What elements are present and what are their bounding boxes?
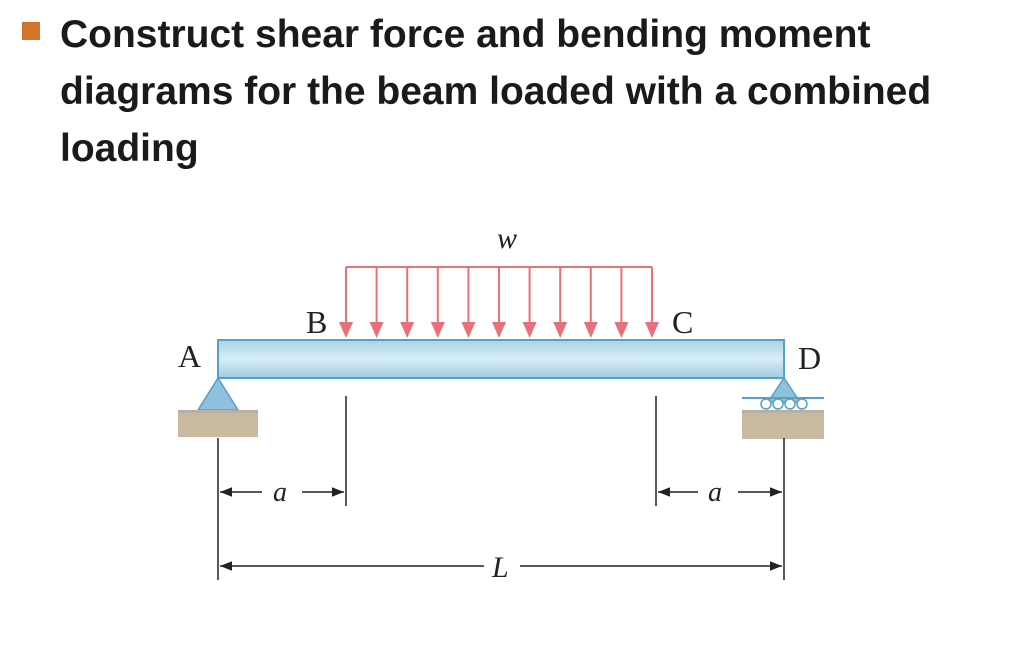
load-arrow-head (522, 322, 537, 338)
beam (217, 339, 785, 379)
roller-triangle (766, 376, 802, 403)
bullet-square (22, 22, 40, 40)
pin-support-a (178, 376, 258, 437)
load-arrow-head (645, 322, 659, 338)
ground-d (742, 413, 824, 439)
dim-l-label: L (491, 551, 509, 584)
roller-wheel (784, 398, 796, 410)
roller-wheel (772, 398, 784, 410)
slide-title-line-3: loading (60, 127, 199, 170)
ground-a (178, 413, 258, 437)
point-label-a: A (178, 338, 201, 374)
load-arrow-head (583, 322, 598, 338)
load-arrow-head (492, 322, 506, 338)
load-arrow-head (369, 322, 384, 338)
load-arrow-head (400, 322, 415, 338)
load-arrow-head (461, 322, 476, 338)
slide-title: Construct shear force and bending moment… (60, 6, 1000, 177)
roller-support-d (742, 376, 824, 439)
roller-wheel (796, 398, 808, 410)
rollers (760, 398, 808, 410)
dim-a-left-label: a (273, 477, 287, 508)
point-label-b: B (306, 304, 327, 340)
pin-triangle (196, 376, 240, 411)
load-arrow-head (430, 322, 445, 338)
load-arrow-head (553, 322, 568, 338)
load-arrows (339, 267, 659, 338)
ground-d-line (742, 410, 824, 413)
dim-a-right-label: a (708, 477, 722, 508)
extension-lines (217, 396, 785, 580)
load-arrow-head (614, 322, 629, 338)
ground-a-line (178, 410, 258, 413)
point-label-d: D (798, 340, 821, 376)
load-arrow-head (339, 322, 353, 338)
slide-title-line-2: diagrams for the beam loaded with a comb… (60, 70, 932, 113)
load-label: w (497, 222, 517, 255)
roller-wheel (760, 398, 772, 410)
slide-title-line-1: Construct shear force and bending moment (60, 13, 871, 56)
distributed-load (339, 266, 659, 338)
point-label-c: C (672, 304, 693, 340)
